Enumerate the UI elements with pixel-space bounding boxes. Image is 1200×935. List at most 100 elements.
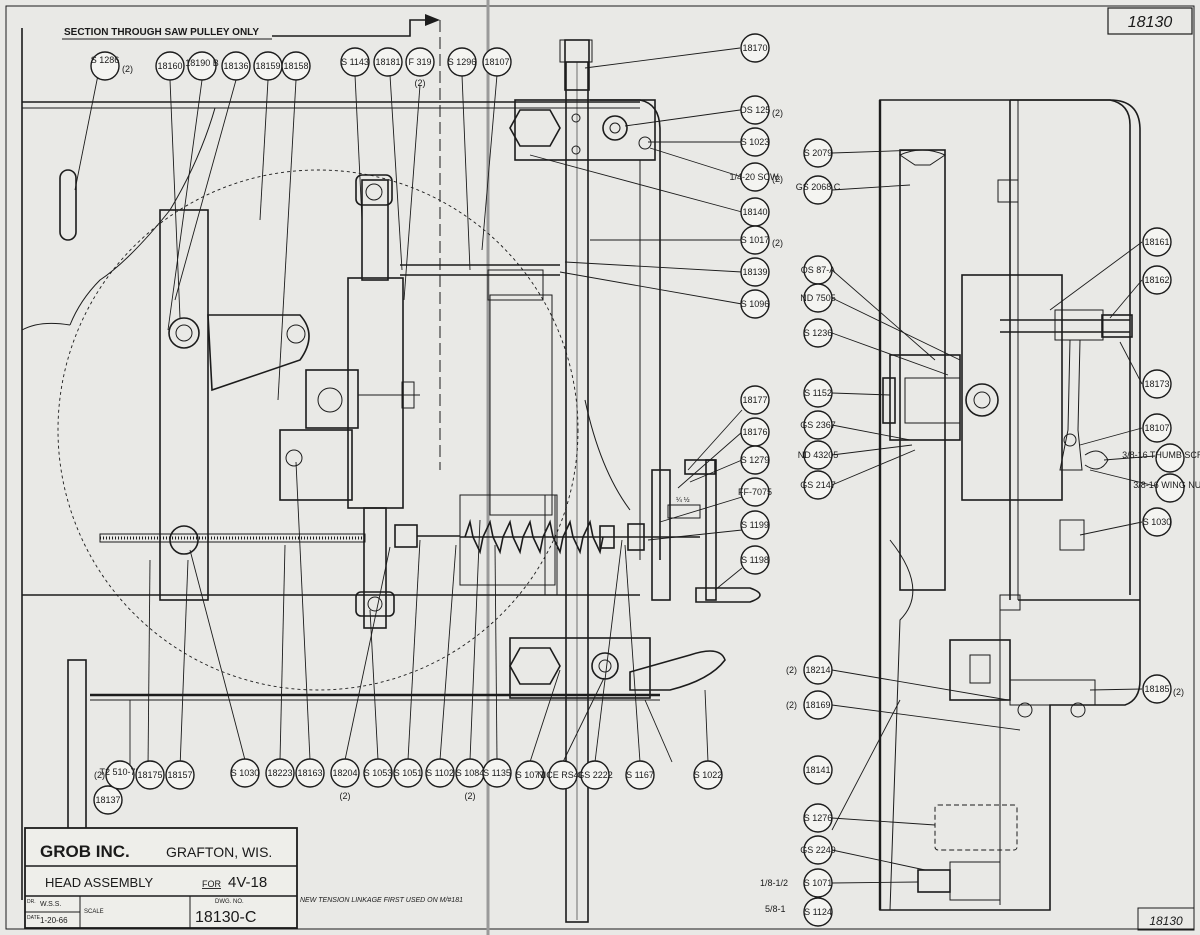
- svg-text:S 1023: S 1023: [741, 137, 770, 147]
- svg-text:18137: 18137: [95, 795, 120, 805]
- lower-guide-block: [509, 637, 651, 699]
- svg-text:18173: 18173: [1144, 379, 1169, 389]
- svg-text:18140: 18140: [742, 207, 767, 217]
- clamp-block: [305, 369, 359, 429]
- title-block: GROB INC. GRAFTON, WIS. HEAD ASSEMBLY FO…: [24, 827, 298, 929]
- callout-18176: 18176: [740, 417, 770, 447]
- svg-text:18130: 18130: [1128, 14, 1173, 31]
- callout-1124: S 1124: [803, 897, 833, 927]
- callout-18162: 18162: [1142, 265, 1172, 295]
- tension-bracket: [207, 314, 310, 392]
- svg-text:S 1053: S 1053: [364, 768, 393, 778]
- callout-1053: S 1053: [363, 758, 393, 788]
- qty-18185: (2): [1173, 687, 1184, 697]
- qty-1084: (2): [465, 791, 476, 801]
- callout-87a: OS 87-A: [801, 255, 836, 285]
- callout-5408: NICE RS408: [537, 760, 589, 790]
- model-number: 4V-18: [228, 874, 267, 891]
- blade-guide-column: ¼ ½: [459, 39, 761, 923]
- qty-1017: (2): [772, 238, 783, 248]
- svg-text:18190 B: 18190 B: [185, 58, 219, 68]
- svg-text:18204: 18204: [332, 768, 357, 778]
- for-label: FOR: [202, 879, 221, 889]
- dwg-no-label: DWG. NO.: [215, 899, 244, 905]
- guide-block: [347, 277, 404, 509]
- date-label: DATE: [27, 915, 41, 921]
- svg-text:S 1096: S 1096: [741, 299, 770, 309]
- svg-text:NICE RS408: NICE RS408: [537, 770, 589, 780]
- callout-18181: 18181: [373, 47, 403, 77]
- callout-thumb-screw: 3/8-16 THUMB SCREW: [1122, 443, 1200, 473]
- callout-18190: 18190 B: [185, 51, 219, 81]
- callout-1286: S 1286: [90, 51, 120, 81]
- callout-18223: 18223: [265, 758, 295, 788]
- svg-text:18177: 18177: [742, 395, 767, 405]
- svg-text:S 1167: S 1167: [626, 770, 654, 780]
- drawing-title: HEAD ASSEMBLY: [45, 875, 153, 890]
- callout-18139: 18139: [740, 257, 770, 287]
- svg-text:S 1279: S 1279: [741, 455, 770, 465]
- callout-2367: GS 2367: [800, 410, 836, 440]
- callout-1084: S 1084: [455, 758, 485, 788]
- svg-text:18175: 18175: [137, 770, 162, 780]
- svg-text:3/8-16 THUMB SCREW: 3/8-16 THUMB SCREW: [1122, 450, 1200, 460]
- svg-text:OS 125: OS 125: [740, 105, 771, 115]
- callout-18204: 18204: [330, 758, 360, 788]
- svg-text:S 1296: S 1296: [448, 57, 477, 67]
- svg-text:T2 510-75: T2 510-75: [99, 767, 140, 777]
- callout-18159: 18159: [253, 51, 283, 81]
- callout-2147: GS 2147: [800, 470, 836, 500]
- svg-text:S 1135: S 1135: [483, 768, 511, 778]
- size-note-2: 5/8-1: [765, 904, 786, 914]
- svg-text:S 1084: S 1084: [456, 768, 485, 778]
- svg-text:3/8-16 WING NUT: 3/8-16 WING NUT: [1133, 480, 1200, 490]
- section-arrow-head: [425, 14, 440, 26]
- svg-text:18157: 18157: [167, 770, 192, 780]
- svg-text:18160: 18160: [157, 61, 182, 71]
- svg-text:18185: 18185: [1144, 684, 1169, 694]
- callout-319: F 319: [405, 47, 435, 77]
- qty-18214: (2): [786, 665, 797, 675]
- callout-2249: GS 2249: [800, 835, 836, 865]
- callout-7505: ND 7505: [800, 283, 836, 313]
- callout-18136: 18136: [221, 51, 251, 81]
- company-location: GRAFTON, WIS.: [166, 844, 272, 860]
- svg-text:S 1102: S 1102: [426, 768, 454, 778]
- slot: [59, 169, 77, 241]
- svg-text:S 1152: S 1152: [804, 388, 832, 398]
- callout-1017: S 1017: [740, 225, 770, 255]
- svg-text:18130: 18130: [1149, 914, 1183, 928]
- callout-2068: GS 2068 C: [796, 175, 841, 205]
- svg-text:18163: 18163: [297, 768, 322, 778]
- saw-pulley-outline: [57, 169, 579, 691]
- callout-18177: 18177: [740, 385, 770, 415]
- hex-nut-upper: [509, 109, 561, 147]
- svg-text:S 1143: S 1143: [341, 57, 369, 67]
- svg-text:OS 87-A: OS 87-A: [801, 265, 836, 275]
- qty-1286: (2): [122, 64, 133, 74]
- callout-1077: S 1077: [515, 760, 545, 790]
- callout-18107r: 18107: [1142, 413, 1172, 443]
- svg-text:FF-7075: FF-7075: [738, 487, 772, 497]
- leader-lines: [74, 47, 1156, 884]
- callout-18175: 18175: [135, 760, 165, 790]
- callout-1198: S 1198: [740, 545, 770, 575]
- callout-1143: S 1143: [340, 47, 370, 77]
- callout-2222: GS 2222: [577, 760, 613, 790]
- callout-18170: 18170: [740, 33, 770, 63]
- svg-text:¼ ½: ¼ ½: [676, 496, 690, 504]
- qty-18169: (2): [786, 700, 797, 710]
- release-lever: [629, 650, 726, 691]
- callout-7075: FF-7075: [738, 477, 772, 507]
- callout-1051: S 1051: [393, 758, 423, 788]
- qty-319: (2): [415, 78, 426, 88]
- callout-1236: S 1236: [803, 318, 833, 348]
- svg-text:18181: 18181: [375, 57, 400, 67]
- callout-18158: 18158: [281, 51, 311, 81]
- svg-text:S 1022: S 1022: [694, 770, 723, 780]
- callout-1135: S 1135: [482, 758, 512, 788]
- svg-text:18169: 18169: [805, 700, 830, 710]
- callout-18173: 18173: [1142, 369, 1172, 399]
- sheet-number-top: 18130: [1107, 7, 1193, 35]
- bearing-housing: [961, 274, 1063, 501]
